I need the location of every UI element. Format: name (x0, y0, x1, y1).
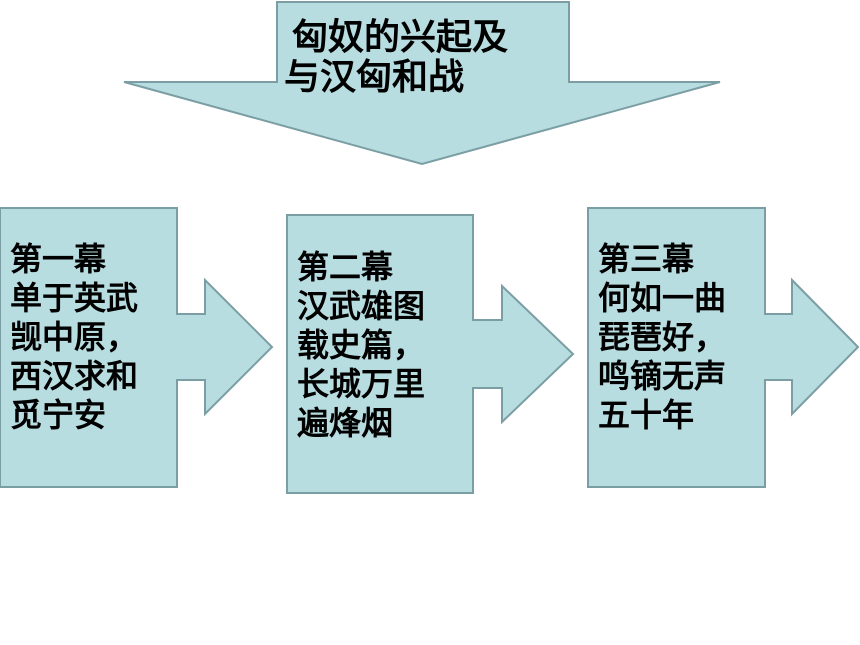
act-3-line-4: 鸣镝无声 (598, 357, 727, 395)
act-1-line-3: 觊中原， (10, 318, 139, 356)
act-3-text: 第三幕 何如一曲 琵琶好， 鸣镝无声 五十年 (598, 240, 726, 435)
act-1-line-5: 觅宁安 (10, 396, 107, 434)
act-3-line-2: 何如一曲 (598, 279, 727, 317)
act-2-line-4: 长城万里 (297, 365, 426, 403)
act-1-line-2: 单于英武 (10, 279, 139, 317)
act-1-right-arrow-callout (0, 207, 274, 488)
act-2-line-3: 载史篇， (297, 326, 426, 364)
title-down-arrow (123, 1, 721, 166)
act-2-line-2: 汉武雄图 (297, 287, 426, 325)
act-2-line-5: 遍烽烟 (297, 404, 394, 442)
act-3-line-1: 第三幕 (598, 240, 695, 278)
act-2-right-arrow-callout (286, 214, 575, 494)
act-3-right-arrow-callout (587, 207, 860, 488)
title-line-1: 匈奴的兴起及 (292, 17, 509, 58)
title-text: 匈奴的兴起及 与汉匈和战 (284, 17, 509, 98)
act-3-line-3: 琵琶好， (598, 318, 727, 356)
act-2-line-1: 第二幕 (297, 248, 394, 286)
act-1-text: 第一幕 单于英武 觊中原， 西汉求和 觅宁安 (10, 240, 138, 435)
act-1-line-4: 西汉求和 (10, 357, 139, 395)
act-3-line-5: 五十年 (598, 396, 695, 434)
act-1-line-1: 第一幕 (10, 240, 107, 278)
title-line-2: 与汉匈和战 (284, 57, 465, 98)
act-2-text: 第二幕 汉武雄图 载史篇， 长城万里 遍烽烟 (297, 248, 425, 443)
